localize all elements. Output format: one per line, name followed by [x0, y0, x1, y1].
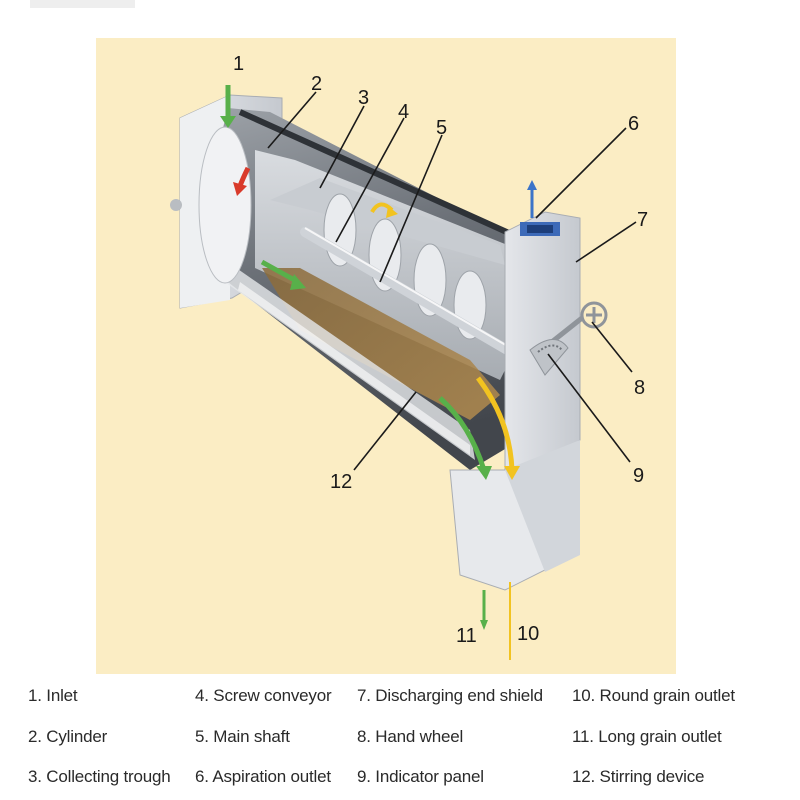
legend-item: 12. Stirring device — [572, 767, 705, 786]
header-smudge — [30, 0, 135, 8]
callout-2: 2 — [311, 73, 322, 95]
long-grain-flow-arrow — [438, 396, 492, 480]
indicator-panel — [529, 339, 569, 376]
callout-6: 6 — [628, 113, 639, 135]
cylinder-rotation-arrow — [233, 166, 251, 196]
round-grain-flow-arrow — [476, 376, 520, 480]
legend-item: 9. Indicator panel — [357, 767, 484, 786]
callout-7: 7 — [637, 209, 648, 231]
diagram-canvas: 1 2 3 4 5 6 7 8 9 10 11 12 — [30, 0, 676, 674]
callout-12: 12 — [330, 471, 352, 493]
callout-3: 3 — [358, 87, 369, 109]
legend-item: 7. Discharging end shield — [357, 686, 543, 705]
legend-item: 10. Round grain outlet — [572, 686, 735, 705]
legend-item: 3. Collecting trough — [28, 767, 171, 786]
callout-4: 4 — [398, 101, 409, 123]
inlet-arrow — [220, 85, 236, 128]
trough-flow-arrow — [260, 259, 306, 290]
legend-item: 6. Aspiration outlet — [195, 767, 331, 786]
callout-5: 5 — [436, 117, 447, 139]
legend-item: 1. Inlet — [28, 686, 78, 705]
legend-item: 5. Main shaft — [195, 727, 290, 746]
cylinder-end-disc — [198, 126, 252, 284]
callout-9: 9 — [633, 465, 644, 487]
legend-item: 11. Long grain outlet — [572, 727, 722, 746]
legend-item: 8. Hand wheel — [357, 727, 464, 746]
callout-numbers: 1 2 3 4 5 6 7 8 9 10 11 12 — [233, 53, 648, 647]
callout-1: 1 — [233, 53, 244, 75]
screw-rotation-arrow — [370, 202, 398, 218]
callout-8: 8 — [634, 377, 645, 399]
parts-legend: 1. Inlet 2. Cylinder 3. Collecting troug… — [0, 678, 800, 800]
aspiration-arrow — [527, 180, 537, 218]
discharge-end-shield — [449, 211, 581, 591]
separator-diagram: 1 2 3 4 5 6 7 8 9 10 11 12 — [30, 0, 676, 674]
leader-lines — [267, 91, 637, 471]
long-grain-outlet-arrow — [480, 590, 488, 630]
legend-item: 2. Cylinder — [28, 727, 108, 746]
callout-10: 10 — [517, 623, 539, 645]
legend-item: 4. Screw conveyor — [195, 686, 332, 705]
callout-11: 11 — [456, 625, 477, 647]
